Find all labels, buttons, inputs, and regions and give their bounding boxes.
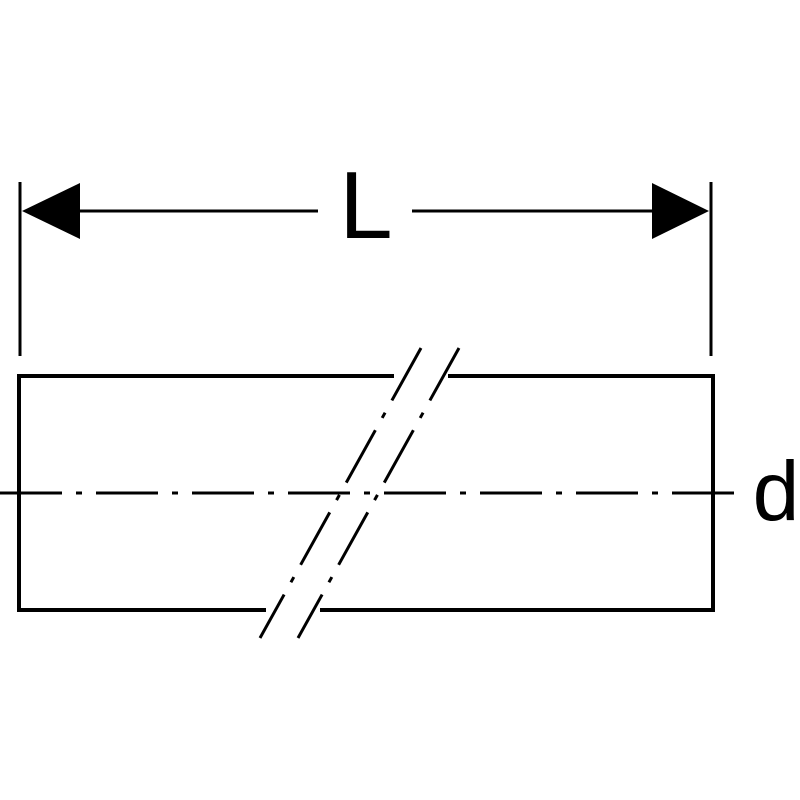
left-arrowhead-icon [22,183,80,239]
length-label: L [339,152,392,259]
diameter-label: d [753,444,800,538]
right-arrowhead-icon [652,183,709,239]
break-line-right [296,347,461,639]
break-line-left [258,347,423,639]
